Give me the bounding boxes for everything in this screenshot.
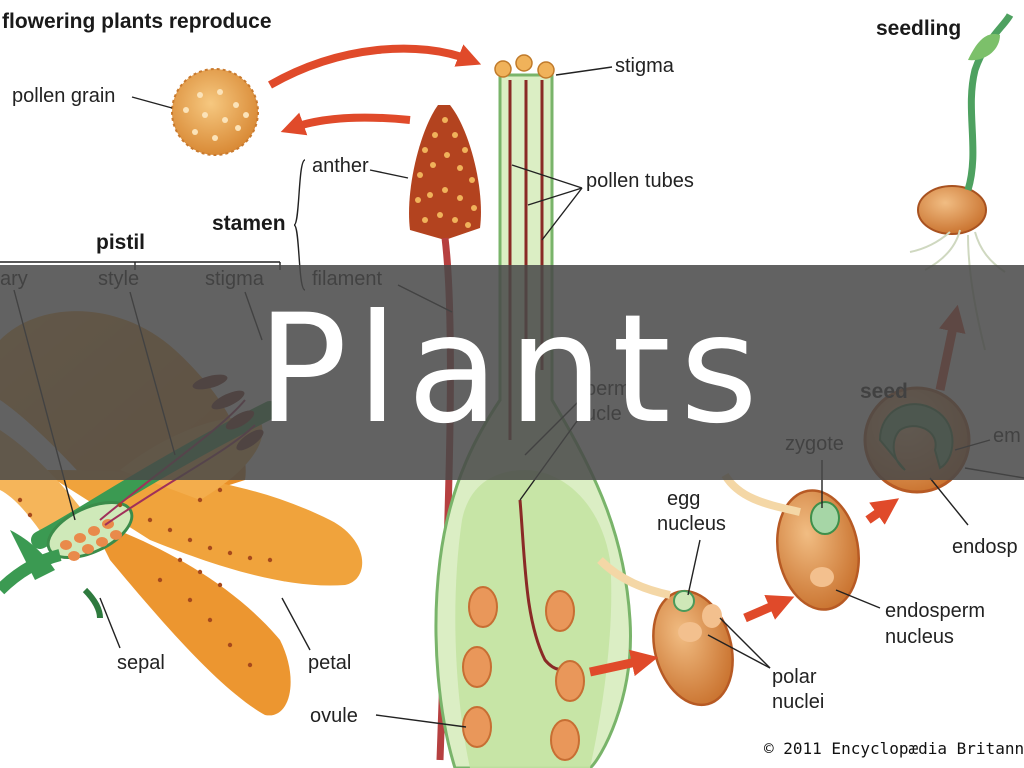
label-pollen-tubes: pollen tubes <box>586 170 694 192</box>
label-sepal: sepal <box>117 652 165 674</box>
label-endosperm-partial: endosp <box>952 536 1018 558</box>
label-polar-nuclei: nuclei <box>772 691 824 713</box>
label-ovule: ovule <box>310 705 358 727</box>
label-pistil: pistil <box>96 231 145 254</box>
pollen-grain-drawing <box>171 68 259 156</box>
label-pollen-grain: pollen grain <box>12 85 115 107</box>
diagram-heading: flowering plants reproduce <box>2 10 272 33</box>
label-stigma-top: stigma <box>615 55 675 77</box>
label-egg-nucleus: nucleus <box>657 513 726 535</box>
label-egg: egg <box>667 488 700 510</box>
label-stamen: stamen <box>212 212 286 235</box>
copyright-notice: © 2011 Encyclopædia Britannic <box>764 739 1024 758</box>
label-petal: petal <box>308 652 351 674</box>
title-banner: Plants <box>0 265 1024 480</box>
label-polar: polar <box>772 666 817 688</box>
label-seedling: seedling <box>876 17 961 40</box>
label-endosperm: endosperm <box>885 600 985 622</box>
label-endosperm-nucleus: nucleus <box>885 626 954 648</box>
slide-title: Plants <box>256 282 768 457</box>
label-anther: anther <box>312 155 369 177</box>
